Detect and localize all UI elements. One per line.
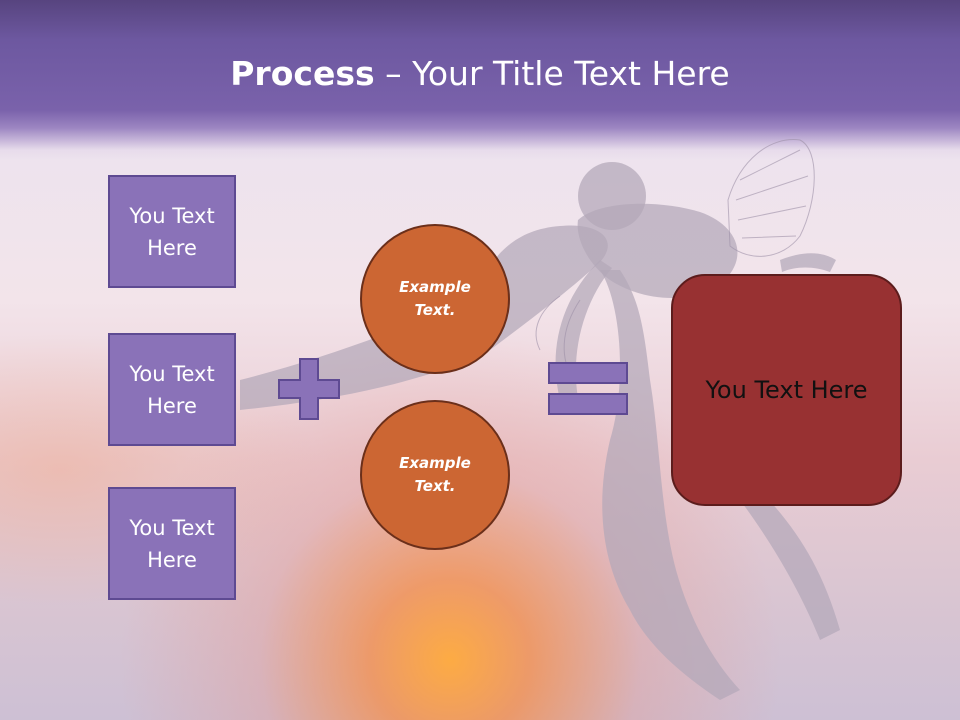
example-circle-2: Example Text. <box>360 400 510 550</box>
input-box-1-label: You Text Here <box>129 203 215 260</box>
title-bold-part: Process <box>230 54 375 93</box>
equals-icon <box>548 362 628 415</box>
result-box: You Text Here <box>671 274 902 506</box>
input-box-2-label: You Text Here <box>129 361 215 418</box>
result-box-label: You Text Here <box>705 376 868 404</box>
example-circle-1-label: Example Text. <box>399 278 471 319</box>
title-rest-part: – Your Title Text Here <box>374 54 730 93</box>
title-banner <box>0 0 960 160</box>
example-circle-1: Example Text. <box>360 224 510 374</box>
input-box-2: You Text Here <box>108 333 236 446</box>
example-circle-2-label: Example Text. <box>399 454 471 495</box>
slide-title: Process – Your Title Text Here <box>0 52 960 96</box>
input-box-3: You Text Here <box>108 487 236 600</box>
input-box-1: You Text Here <box>108 175 236 288</box>
input-box-3-label: You Text Here <box>129 515 215 572</box>
plus-icon <box>278 358 340 420</box>
